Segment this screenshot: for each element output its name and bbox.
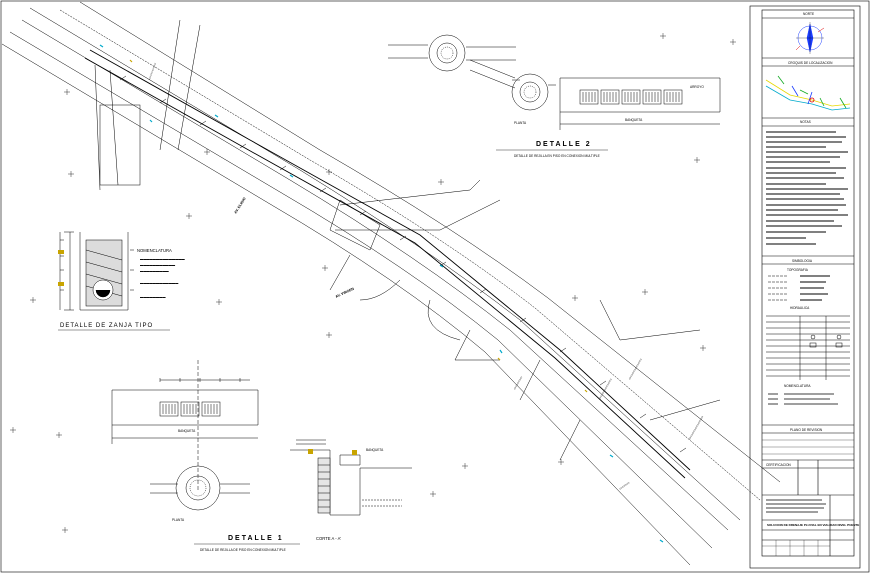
- trench-legend-items: ▬▬▬▬▬▬▬▬▬▬▬▬▬▬ ▬▬▬▬▬▬▬▬▬▬▬ ▬▬▬▬▬▬▬▬▬ ▬▬▬…: [140, 257, 185, 299]
- trench-legend-title: NOMENCLATURA: [137, 248, 172, 253]
- approval-lines: [762, 439, 854, 455]
- svg-text:▭▭▭▭▭▭: ▭▭▭▭▭▭: [147, 62, 157, 80]
- north-arrow: [795, 22, 825, 54]
- street-label-eligio: AV. ELIGIO: [233, 196, 246, 214]
- detail2-title: DETALLE 2: [536, 141, 592, 148]
- section-title: CORTE A - A': [316, 536, 341, 541]
- notes-label: NOTAS: [800, 120, 811, 124]
- detail1-plan-label: PLANTA: [172, 518, 185, 522]
- topography-legend: [768, 275, 830, 301]
- trench-title: DETALLE DE ZANJA TIPO: [60, 323, 153, 329]
- trench-detail: [58, 231, 134, 311]
- plan-accents: [99, 44, 664, 543]
- project-title: SOLUCION DE DRENAJE PLUVIAL EN VIALIDAD …: [767, 523, 859, 527]
- hydraulic-label: HIDRAULICA: [790, 306, 810, 310]
- hydraulic-legend: [766, 315, 850, 380]
- section-a-a: [290, 439, 412, 516]
- svg-text:▬▬▬▬▬▬▬▬▬: ▬▬▬▬▬▬▬▬▬: [140, 269, 170, 273]
- location-sketch: [765, 75, 851, 111]
- nomenclature-legend: [768, 393, 838, 405]
- svg-text:▬▬▬▬▬▬▬▬: ▬▬▬▬▬▬▬▬: [140, 295, 166, 299]
- project-info-lines: [766, 499, 826, 513]
- svg-text:▬▬▬▬▬▬▬▬▬▬▬▬: ▬▬▬▬▬▬▬▬▬▬▬▬: [140, 281, 179, 285]
- revision-grid: [762, 540, 830, 556]
- detail1-subtitle: DETALLE DE REJILLA DE PISO EN CONEXION M…: [200, 548, 286, 552]
- svg-text:▭▭▭▭▭▭▭▭▭: ▭▭▭▭▭▭▭▭▭: [687, 415, 704, 440]
- detail1-title: DETALLE 1: [228, 535, 284, 542]
- certification-label: CERTIFICACION: [766, 463, 791, 467]
- north-label: NORTE: [803, 12, 814, 16]
- grid-cross-marks: [10, 33, 736, 533]
- road-labels: AV. ELIGIO AV. VIRGEN ▭▭▭▭▭▭ ▭▭▭▭▭▭▭▭ ▭▭…: [147, 62, 704, 491]
- notes-text: [766, 131, 848, 245]
- svg-text:▬▬▬▬▬▬▬▬▬▬▬▬▬▬: ▬▬▬▬▬▬▬▬▬▬▬▬▬▬: [140, 257, 185, 261]
- detail2-street-label: BANQUETA: [625, 118, 643, 122]
- svg-text:▭▭▭▭: ▭▭▭▭: [618, 481, 630, 491]
- title-block-frame: [749, 5, 861, 569]
- symbology-label: SIMBOLOGIA: [792, 259, 813, 263]
- approval-label: PLANO DE REVISION: [790, 428, 823, 432]
- detail2-subtitle: DETALLE DE REJILLA EN PISO EN CONEXION M…: [514, 154, 600, 158]
- svg-text:▭▭▭▭▭: ▭▭▭▭▭: [512, 375, 523, 390]
- detail-1: [111, 360, 259, 511]
- detail1-street-label: BANQUETA: [178, 429, 196, 433]
- section-street-label: BANQUETA: [366, 448, 384, 452]
- topography-label: TOPOGRAFIA: [787, 268, 809, 272]
- svg-text:▭▭▭▭▭▭▭▭: ▭▭▭▭▭▭▭▭: [627, 358, 643, 381]
- detail2-arroyo-label: ARROYO: [690, 85, 704, 89]
- nomenclature-label: NOMENCLATURA: [784, 384, 811, 388]
- detail-2: [388, 34, 721, 130]
- detail2-plan-label: PLANTA: [514, 121, 527, 125]
- location-label: CROQUIS DE LOCALIZACION: [788, 61, 833, 65]
- svg-text:▬▬▬▬▬▬▬▬▬▬▬: ▬▬▬▬▬▬▬▬▬▬▬: [140, 263, 176, 267]
- street-label-virgen: AV. VIRGEN: [335, 287, 355, 299]
- road-plan: [1, 1, 781, 566]
